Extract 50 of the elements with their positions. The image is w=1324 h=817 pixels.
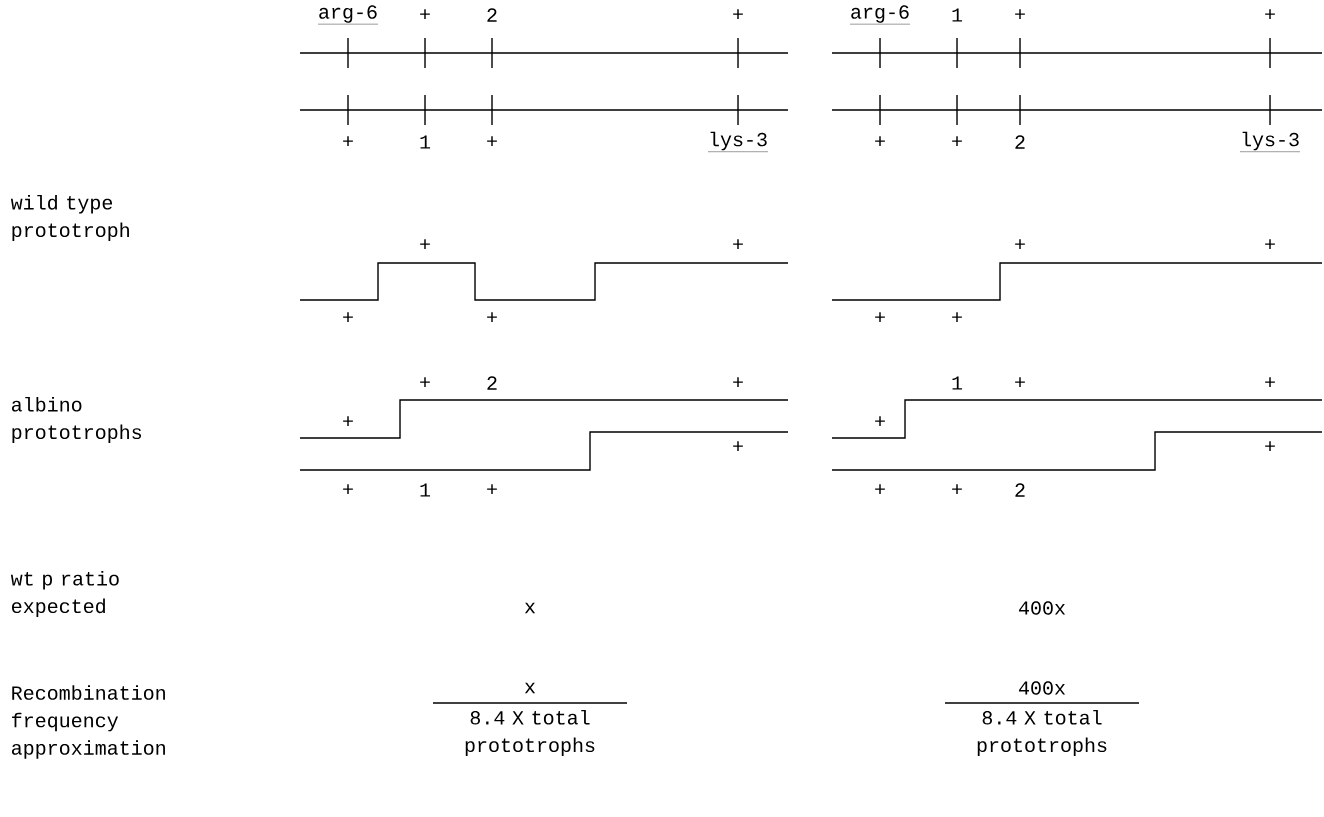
allele-label: +: [875, 416, 885, 426]
allele-label: 1: [420, 483, 431, 497]
allele-label: +: [875, 312, 885, 322]
allele-label: arg-6: [849, 5, 911, 25]
allele-label: +: [875, 484, 885, 494]
allele-label: 2: [487, 376, 497, 390]
allele-label: +: [487, 312, 497, 322]
allele-label: 2: [1015, 483, 1025, 497]
allele-label: 1: [952, 8, 963, 22]
allele-label: 2: [487, 8, 497, 22]
allele-label: +: [733, 239, 743, 249]
allele-label: +: [733, 9, 743, 19]
row-label: Recombination frequency approximation: [11, 685, 165, 759]
allele-label: +: [343, 136, 353, 146]
allele-label: +: [1265, 377, 1275, 387]
allele-label: arg-6: [317, 5, 379, 25]
allele-label: +: [1015, 239, 1025, 249]
allele-label: 1: [952, 376, 963, 390]
row-label: albino prototrophs: [11, 396, 142, 444]
allele-label: +: [875, 136, 885, 146]
allele-label: +: [1015, 9, 1025, 19]
fraction-numerator: x: [524, 682, 536, 694]
allele-label: +: [952, 484, 962, 494]
allele-label: +: [343, 312, 353, 322]
fraction-numerator: 400x: [1019, 681, 1066, 695]
allele-label: lys-3: [1239, 131, 1301, 152]
ratio-label: 400x: [1019, 601, 1066, 615]
row-label: wild type prototroph: [10, 194, 129, 242]
fraction-denominator: 8.4 X total prototrophs: [465, 709, 595, 757]
allele-label: 1: [420, 135, 431, 149]
allele-label: +: [952, 312, 962, 322]
allele-label: +: [1015, 377, 1025, 387]
allele-label: +: [733, 441, 743, 451]
ratio-label: x: [524, 602, 536, 614]
allele-label: +: [952, 136, 962, 146]
allele-label: +: [1265, 239, 1275, 249]
allele-label: lys-3: [707, 131, 769, 152]
allele-label: 2: [1015, 135, 1025, 149]
allele-label: +: [487, 484, 497, 494]
allele-label: +: [343, 484, 353, 494]
allele-label: +: [1265, 9, 1275, 19]
allele-label: +: [343, 416, 353, 426]
allele-label: +: [420, 239, 430, 249]
fraction-denominator: 8.4 X total prototrophs: [977, 709, 1107, 757]
allele-label: +: [1265, 441, 1275, 451]
allele-label: +: [733, 377, 743, 387]
allele-label: +: [420, 377, 430, 387]
allele-label: +: [487, 136, 497, 146]
row-label: wt p ratio expected: [10, 570, 119, 618]
allele-label: +: [420, 9, 430, 19]
